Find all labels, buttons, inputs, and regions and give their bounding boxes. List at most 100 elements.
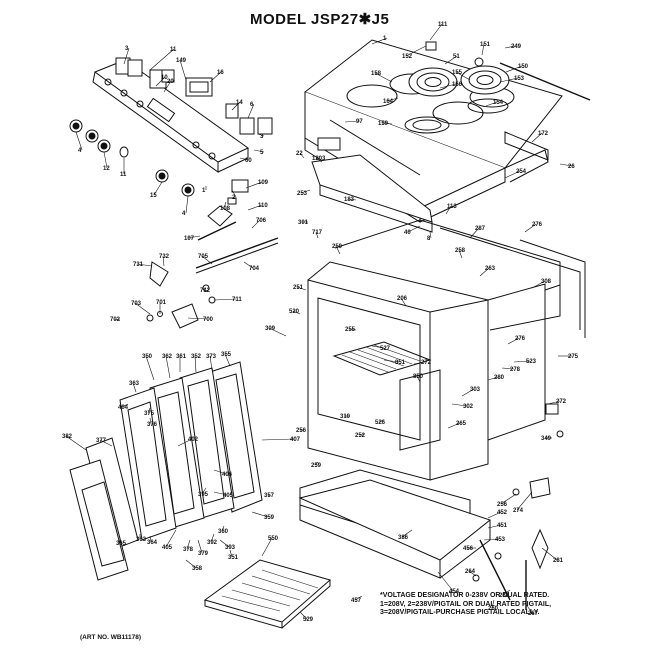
note-line: 3=208V/PIGTAIL-PURCHASE PIGTAIL LOCALLY. [380,609,540,616]
leader-line [185,559,197,569]
part-number-label: 12 [103,166,110,172]
leader-line [315,231,319,239]
leader-line [461,388,475,397]
leader-line [209,71,222,83]
part-number-label: 150 [518,64,529,70]
part-number-label: 361 [176,354,187,360]
part-number-label: 22 [296,151,303,157]
part-number-label: 40 [404,230,411,236]
leader-line [247,103,255,119]
leader-line [504,45,516,49]
leader-line [429,231,432,239]
leader-line [186,539,191,550]
leader-line [531,132,543,143]
leader-line [268,327,287,337]
leader-line [292,310,301,315]
part-number-label: 255 [345,327,356,333]
part-number-label: 278 [510,367,521,373]
leader-line [253,149,265,153]
part-number-label: 706 [256,218,267,224]
leader-line [251,511,269,518]
leader-line [267,494,271,497]
part-number-label: 405 [223,493,234,499]
leader-line [300,189,311,194]
part-number-label: 701 [156,300,167,306]
surface-burners [404,41,510,134]
part-number-label: 308 [541,279,552,285]
leader-line [447,422,461,429]
part-number-label: 252 [355,433,366,439]
part-number-label: 362 [162,354,173,360]
leader-line [149,417,152,425]
part-number-label: 377 [96,438,107,444]
leader-line [381,122,393,125]
part-number-label: 158 [371,71,382,77]
part-number-label: 451 [497,523,508,529]
leader-line [153,181,163,196]
part-number-label: 520 [289,309,300,315]
leader-line [213,491,228,496]
leader-line [513,360,531,363]
part-number-label: 60 [245,158,252,164]
leader-line [163,80,172,93]
part-number-label: 51 [453,54,460,60]
leader-line [524,223,537,233]
part-number-label: 8 [427,236,431,242]
leader-line [210,533,215,543]
leader-line [299,611,308,620]
part-number-label: 732 [159,254,170,260]
leader-line [481,43,485,56]
part-number-label: 265 [456,421,467,427]
part-number-label: 529 [303,617,314,623]
part-number-label: 309 [265,326,276,332]
part-number-label: 850 [413,374,424,380]
leader-line [75,131,83,151]
leader-line [500,493,517,505]
leader-line [245,181,263,189]
leader-line [134,302,151,315]
leader-line [547,400,561,405]
part-number-label: 405 [162,545,173,551]
part-number-label: 406 [222,472,233,478]
part-number-label: 20 [167,79,174,85]
leader-line [483,538,500,541]
control-panel [92,57,273,173]
leader-line [185,195,189,214]
part-number-label: 258 [455,248,466,254]
leader-line [299,152,305,159]
part-number-label: 276 [532,222,543,228]
leader-line [224,353,231,367]
art-number: (ART NO. WB11178) [80,634,142,641]
diagram-title: MODEL JSP27✱J5 [250,11,390,28]
part-number-label: 404 [118,405,129,411]
leader-line [187,235,201,239]
part-number-label: 2 [232,195,236,201]
part-number-label: 260 [488,606,499,612]
part-number-label: 705 [198,254,209,260]
part-number-label: 523 [526,359,537,365]
part-number-label: 4 [182,211,186,217]
leader-line [358,433,365,436]
part-number-label: 254 [516,169,527,175]
leader-line [187,317,208,320]
leader-line [179,59,187,81]
part-number-label: 251 [293,285,304,291]
leader-line [501,367,515,370]
part-number-label: 703 [131,301,142,307]
leader-line [239,157,250,161]
leader-line [559,163,573,167]
part-number-label: 717 [312,230,323,236]
note-line: 1=208V, 2=238V/PIGTAIL OR DUAL RATED PIG… [380,600,552,608]
leader-line [219,539,230,548]
broiler-pan [203,559,332,629]
leader-line [416,375,421,383]
part-number-label: 453 [495,537,506,543]
leader-line [502,589,511,596]
part-number-label: 352 [191,354,202,360]
part-number-label: 206 [397,296,408,302]
oven-cabinet [299,219,586,541]
leader-line [348,328,357,331]
part-number-label: 365 [116,541,127,547]
part-number-label: 250 [332,244,343,250]
